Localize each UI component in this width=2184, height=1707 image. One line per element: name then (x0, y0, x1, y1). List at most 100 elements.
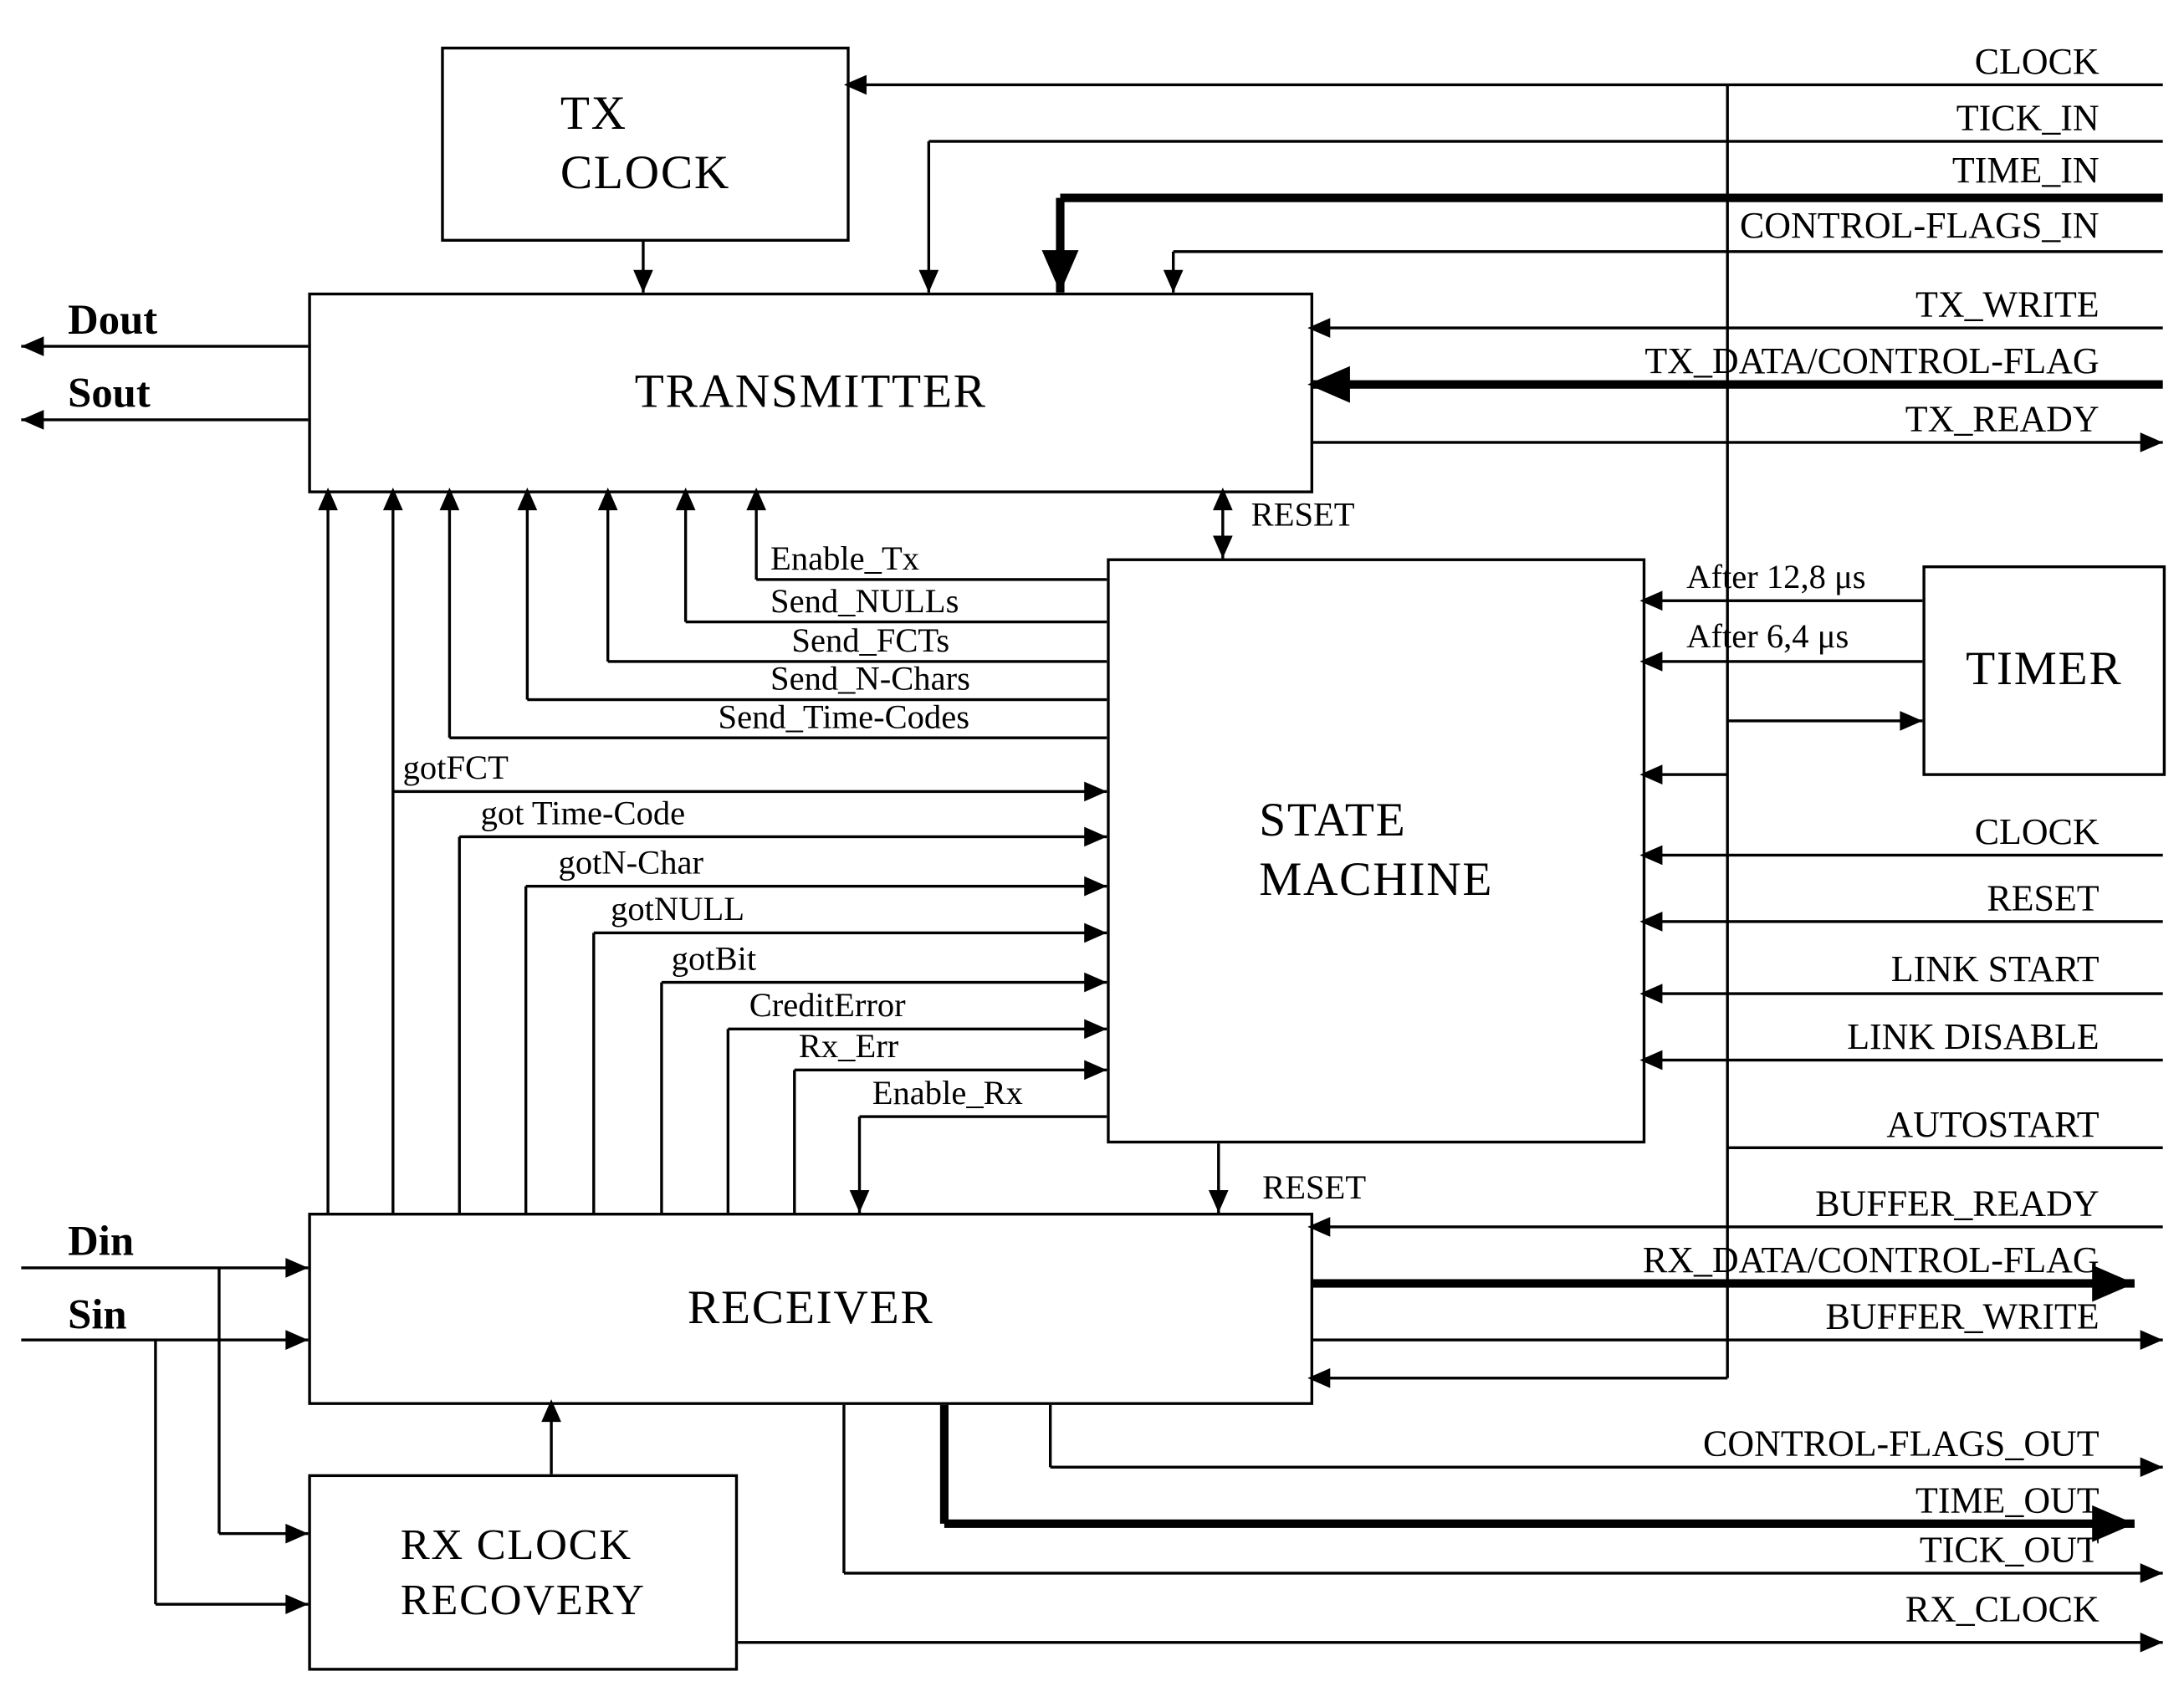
arrow-send-nulls (675, 488, 696, 511)
wire-tick-in-drop (927, 141, 931, 293)
wire-got-null (593, 931, 1107, 935)
wire-reset-bottom-v (1217, 1137, 1220, 1214)
wire-link-start (1639, 992, 2163, 995)
receiver-block: RECEIVER (308, 1213, 1314, 1405)
timer-label: TIMER (1966, 643, 2123, 696)
wire-send-nulls (685, 620, 1107, 624)
wire-rx-clock (732, 1641, 2163, 1644)
arrow-got-n-char (1084, 876, 1107, 897)
port-label-dout: Dout (68, 296, 158, 344)
wire-clock-mid (1639, 853, 2163, 857)
wire-clock-top (843, 83, 2163, 87)
wire-got-n-char-v (524, 886, 528, 1214)
wire-reset-right (1639, 920, 2163, 923)
signal-label-reset-bottom: RESET (1262, 1170, 1367, 1208)
rx-clock-recovery-label: RX CLOCK RECOVERY (401, 1518, 646, 1628)
signal-label-got-bit: gotBit (671, 941, 757, 979)
signal-label-link-disable: LINK DISABLE (1847, 1016, 2100, 1058)
arrow-dout (21, 336, 44, 356)
wire-sin-branch-v (154, 1340, 157, 1605)
rx-clock-recovery-block: RX CLOCK RECOVERY (308, 1474, 739, 1671)
signal-label-got-time-code: got Time-Code (480, 795, 686, 833)
wire-rxrecovery-to-rx (550, 1399, 553, 1474)
signal-label-after-6-4: After 6,4 μs (1686, 619, 1849, 657)
signal-label-link-start: LINK START (1890, 948, 2100, 989)
wire-dout (21, 345, 309, 348)
arrow-clock-top (843, 74, 867, 95)
wire-link-disable (1639, 1058, 2163, 1062)
wire-got-bit (661, 980, 1107, 984)
signal-label-tx-ready: TX_READY (1905, 398, 2100, 440)
wire-trunk-to-rx (1307, 1377, 1728, 1380)
wire-din (21, 1266, 309, 1270)
wire-time-out (944, 1519, 2135, 1528)
wire-tx-ready (1307, 441, 2163, 444)
signal-label-buffer-write: BUFFER_WRITE (1825, 1296, 2100, 1337)
signal-label-time-in: TIME_IN (1951, 150, 2100, 192)
signal-label-control-flags-out: CONTROL-FLAGS_OUT (1703, 1423, 2100, 1464)
wire-after-12-8 (1639, 599, 1923, 602)
arrow-buffer-write (2140, 1330, 2163, 1350)
arrow-tx-write (1307, 318, 1331, 338)
wire-sout (21, 418, 309, 422)
signal-label-time-out: TIME_OUT (1915, 1480, 2100, 1521)
wire-send-time-codes (449, 736, 1107, 739)
wire-buffer-ready (1307, 1225, 2163, 1229)
state-machine-block: STATE MACHINE (1107, 558, 1646, 1144)
arrow-got-bit (1084, 972, 1107, 993)
signal-label-tick-in: TICK_IN (1956, 97, 2100, 139)
wire-enable-tx (756, 578, 1107, 581)
arrow-tick-out (2140, 1563, 2163, 1583)
wire-send-nulls-v (683, 488, 688, 622)
wire-got-time-code-v (458, 836, 461, 1214)
rx-clock-recovery-label-line1: RX CLOCK (400, 1519, 632, 1569)
arrow-timer-clock (1900, 711, 1923, 731)
arrow-tx-data (1307, 365, 1350, 403)
wire-credit-error-v (726, 1029, 730, 1214)
arrow-enable-tx (746, 488, 766, 511)
arrow-rx-clock (2140, 1632, 2163, 1653)
tx-clock-label-line2: CLOCK (560, 146, 731, 200)
wire-txclock-drop (642, 236, 645, 293)
arrow-time-out (2092, 1505, 2135, 1542)
wire-reset-top-v (1221, 488, 1225, 559)
wire-buffer-write (1307, 1338, 2163, 1342)
wire-after-6-4 (1639, 660, 1923, 663)
signal-label-send-fcts: Send_FCTs (791, 623, 950, 661)
wire-send-n-chars (527, 698, 1107, 702)
wire-trunk (1726, 84, 1729, 1378)
wire-autostart (1727, 1146, 2163, 1149)
arrow-sin (285, 1330, 309, 1350)
transmitter-label: TRANSMITTER (634, 365, 987, 418)
port-label-sout: Sout (68, 370, 151, 417)
arrow-send-fcts (597, 488, 618, 511)
signal-label-got-null: gotNULL (611, 892, 745, 929)
arrow-sin-branch (285, 1594, 309, 1614)
receiver-label: RECEIVER (688, 1281, 934, 1334)
arrow-reset-to-sm (1213, 535, 1233, 559)
wire-got-time-code (459, 835, 1107, 839)
arrow-got-fct (1084, 781, 1107, 802)
signal-label-send-nulls: Send_NULLs (770, 583, 959, 621)
signal-label-send-time-codes: Send_Time-Codes (718, 699, 969, 737)
wire-enable-rx (859, 1115, 1107, 1118)
rx-clock-recovery-label-line2: RECOVERY (400, 1573, 646, 1623)
signal-label-rx-err: Rx_Err (798, 1029, 899, 1066)
signal-label-enable-tx: Enable_Tx (770, 541, 920, 579)
state-machine-label: STATE MACHINE (1259, 791, 1493, 912)
port-label-sin: Sin (68, 1291, 127, 1339)
wire-send-fcts-v (606, 488, 610, 662)
arrow-send-n-chars (517, 488, 538, 511)
wire-timer-clock (1727, 719, 1923, 723)
wire-tick-in (928, 140, 2163, 143)
wire-sin (21, 1338, 309, 1342)
arrow-rx-to-tx-1 (318, 488, 338, 511)
wire-got-null-v (592, 933, 596, 1214)
wire-rx-err-v (793, 1070, 796, 1214)
wire-din-branch (218, 1531, 309, 1536)
arrow-reset-to-tx (1213, 488, 1233, 511)
wire-time-out-v (939, 1399, 949, 1524)
wire-credit-error (728, 1027, 1107, 1031)
signal-label-enable-rx: Enable_Rx (872, 1076, 1023, 1113)
